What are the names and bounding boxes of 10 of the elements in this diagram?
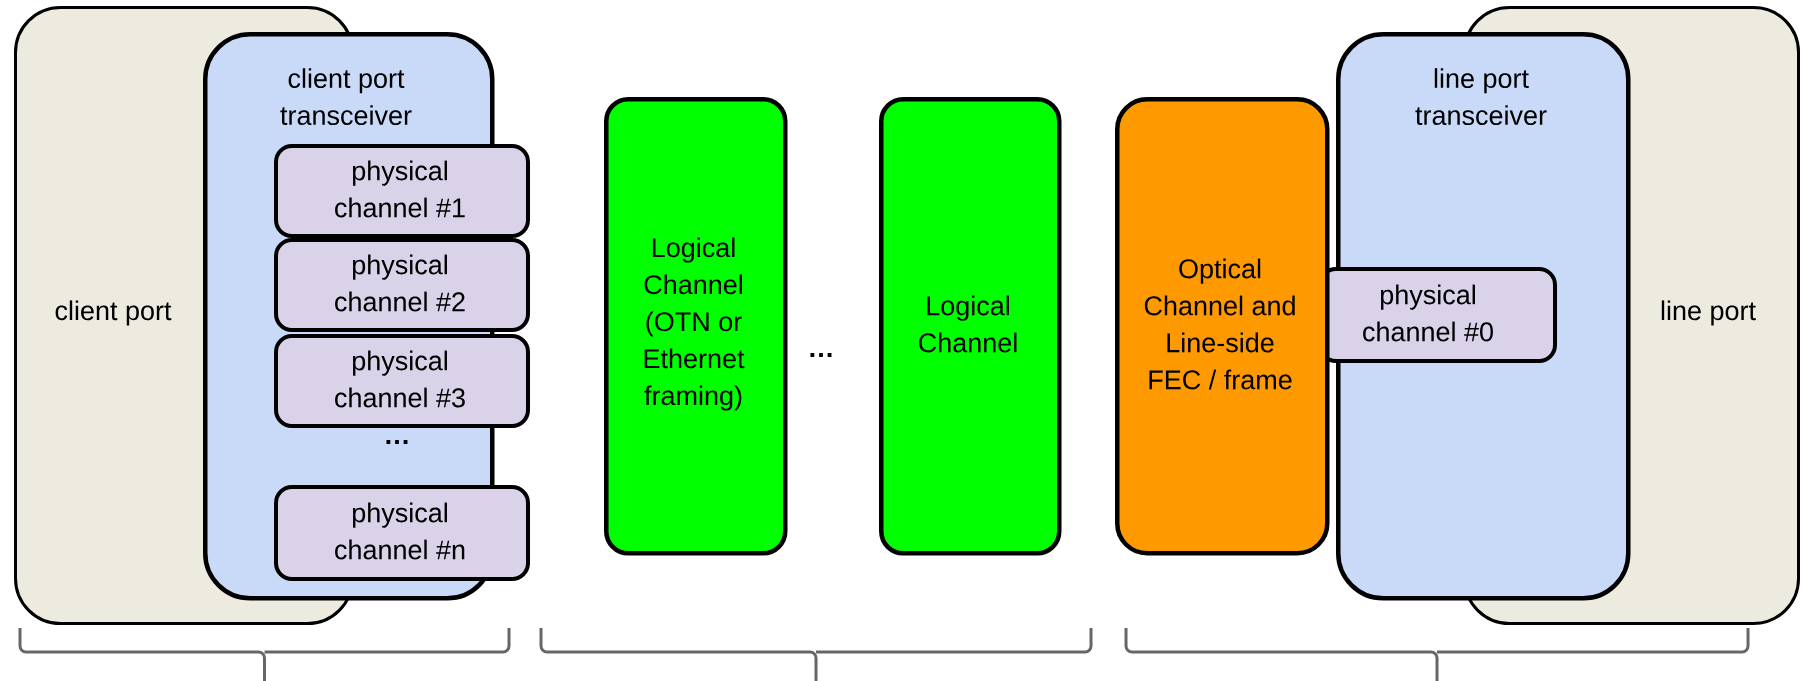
- channel-box: physical channel #n: [274, 485, 530, 581]
- logical-channel-box: Logical Channel: [879, 97, 1062, 556]
- channel-box: physical channel #1: [274, 144, 530, 238]
- channel-box: physical channel #3: [274, 334, 530, 428]
- ellipsis: …: [386, 440, 408, 444]
- optical-channel-box: Optical Channel and Line-side FEC / frame: [1115, 97, 1330, 556]
- channel-box: physical channel #2: [274, 238, 530, 332]
- channel-box: physical channel #0: [1318, 267, 1557, 363]
- logical-channel-box: Logical Channel (OTN or Ethernet framing): [604, 97, 788, 556]
- ellipsis: …: [810, 353, 832, 357]
